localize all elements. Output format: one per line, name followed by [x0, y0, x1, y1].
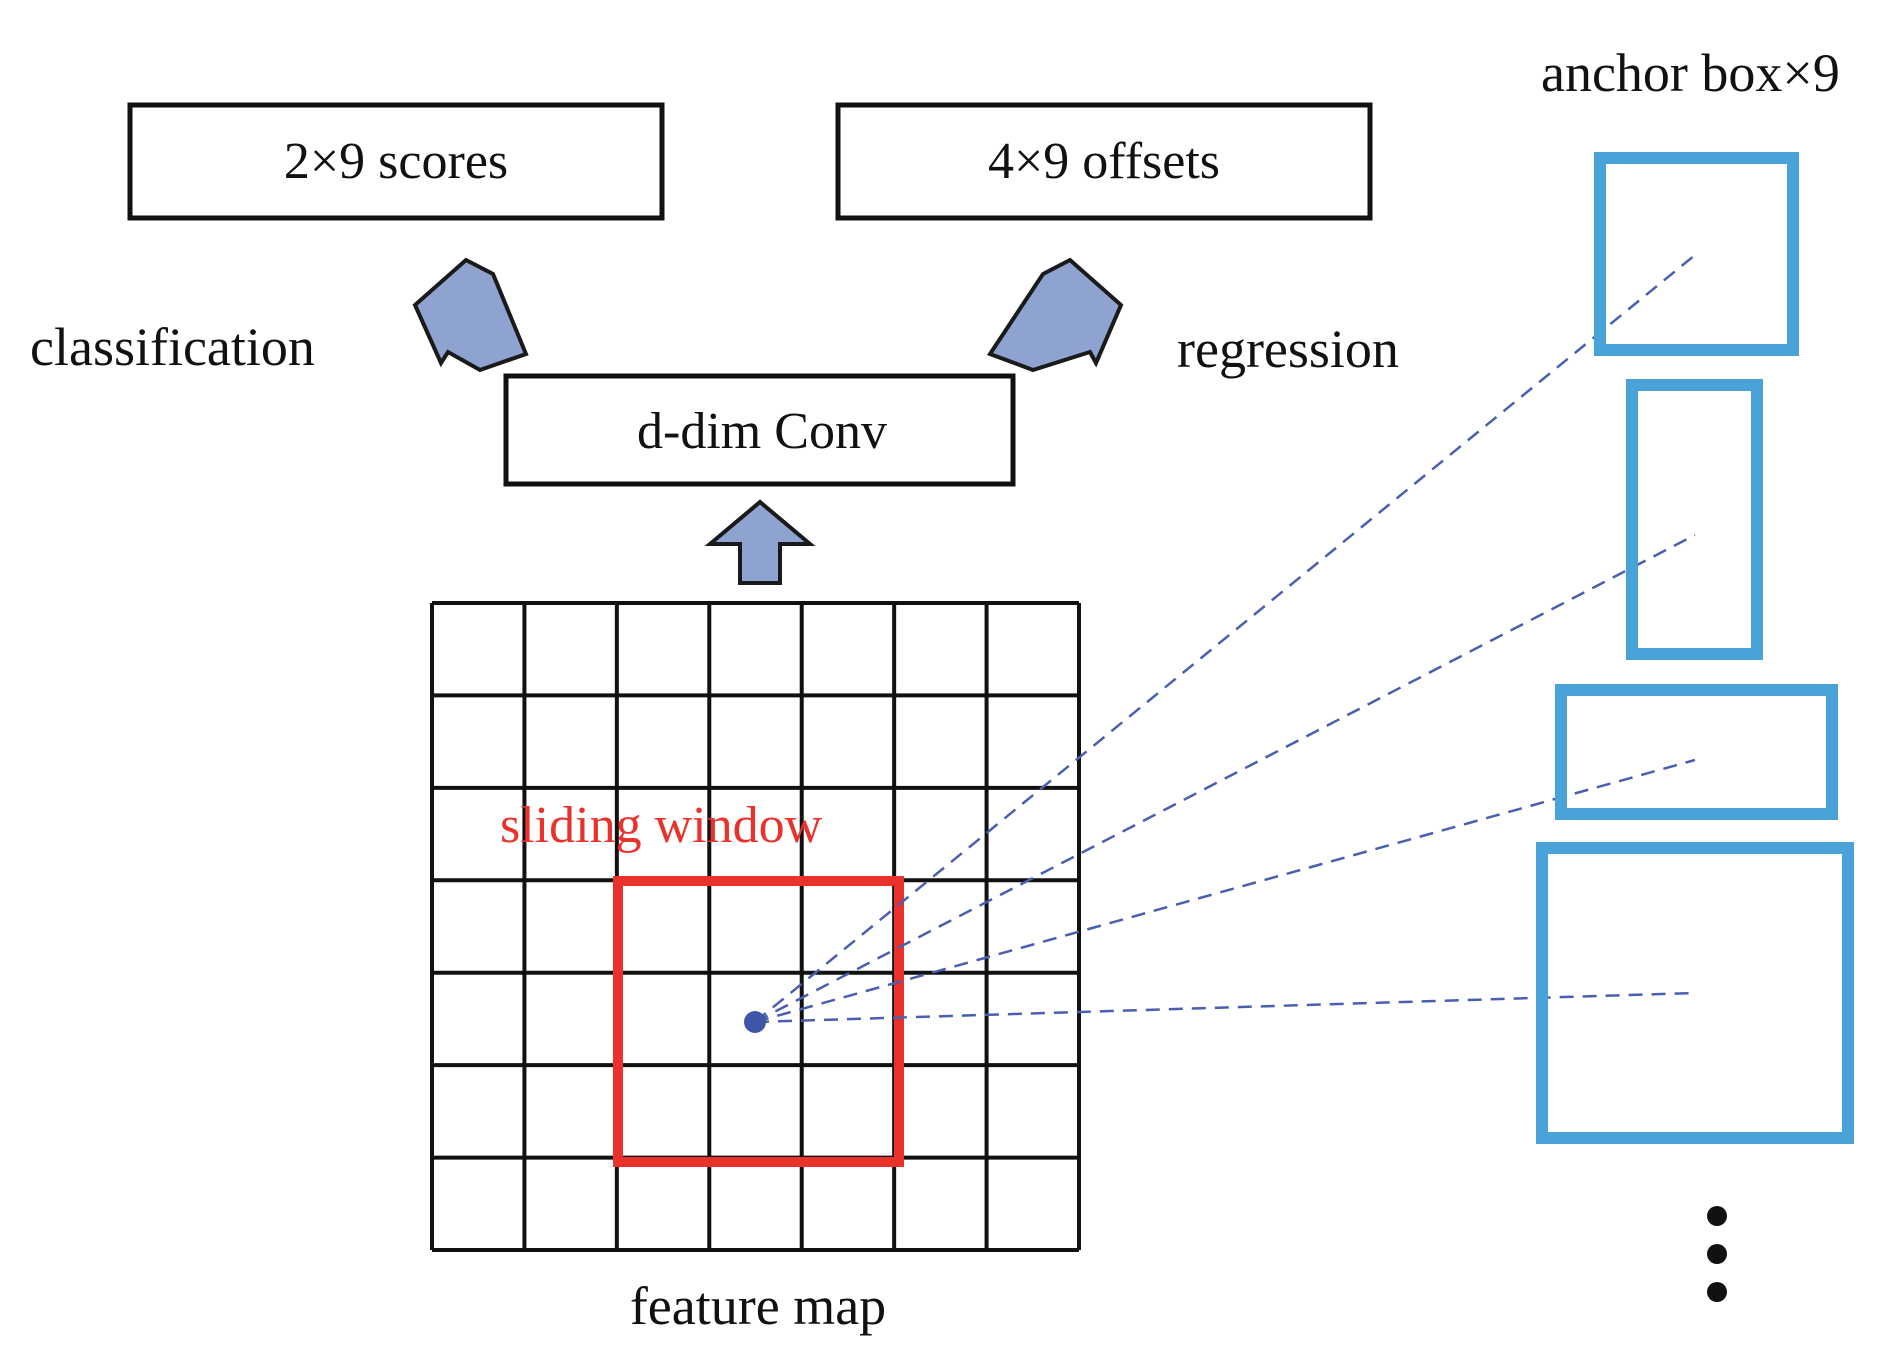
more-anchor-boxes-ellipsis	[1707, 1206, 1727, 1302]
scores-box-label: 2×9 scores	[284, 133, 508, 190]
regression-arrow	[986, 257, 1124, 373]
anchor-box-square-large	[1536, 842, 1854, 1144]
anchor-link-line-2	[754, 533, 1696, 1024]
sliding-window-frame	[613, 876, 904, 1167]
sliding-window-label: sliding window	[500, 797, 823, 854]
anchor-link-line-1	[754, 254, 1696, 1023]
anchor-box-wide	[1555, 684, 1838, 820]
anchor-link-line-3	[754, 758, 1696, 1024]
classification-arrow	[412, 257, 529, 373]
anchor-box-square-small	[1594, 152, 1799, 356]
classification-label: classification	[30, 317, 315, 377]
feature-map-label: feature map	[630, 1276, 886, 1336]
sliding-window-center-point	[744, 1011, 766, 1033]
conv-box-label: d-dim Conv	[637, 403, 887, 460]
offsets-box: 4×9 offsets	[835, 102, 1373, 221]
conv-box: d-dim Conv	[503, 373, 1016, 487]
offsets-box-label: 4×9 offsets	[988, 133, 1220, 190]
feature-map-grid	[430, 601, 1081, 1252]
anchor-box-title: anchor box×9	[1541, 43, 1840, 103]
input-to-conv-arrow	[704, 499, 816, 585]
regression-label: regression	[1177, 319, 1399, 379]
anchor-box-tall	[1626, 379, 1763, 660]
scores-box: 2×9 scores	[127, 102, 665, 221]
